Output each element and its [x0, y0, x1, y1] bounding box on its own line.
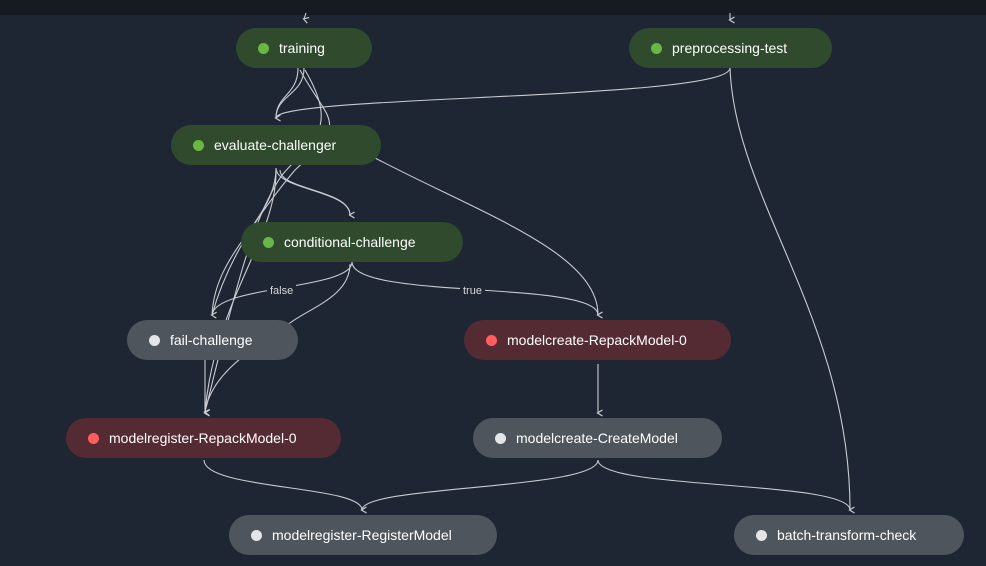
node-label: training [279, 40, 325, 56]
node-modelcreate-repackmodel-0[interactable]: modelcreate-RepackModel-0 [464, 320, 731, 360]
top-bar [0, 0, 986, 15]
edge-createmodel-batch [597, 459, 851, 511]
edge-createmodel-registermodel [361, 459, 599, 511]
node-modelcreate-createmodel[interactable]: modelcreate-CreateModel [473, 418, 722, 458]
edge-label-true: true [460, 285, 485, 297]
node-training[interactable]: training [236, 28, 372, 68]
status-succeeded-icon [258, 42, 269, 54]
edge-evaluate-conditional [275, 167, 350, 215]
edge-evaluate-register [205, 171, 277, 412]
status-succeeded-icon [193, 139, 204, 151]
node-label: preprocessing-test [672, 40, 788, 56]
node-label: fail-challenge [170, 332, 253, 348]
status-pending-icon [495, 432, 506, 444]
edge-training-evaluate-2 [275, 67, 305, 119]
edge-evaluate-conditional-2 [279, 169, 351, 216]
edge-training-long-1 [211, 69, 331, 316]
node-label: evaluate-challenger [214, 137, 337, 153]
status-pending-icon [756, 529, 767, 541]
node-evaluate-challenger[interactable]: evaluate-challenger [171, 125, 381, 165]
node-label: modelregister-RegisterModel [272, 527, 452, 543]
status-succeeded-icon [263, 236, 274, 248]
node-preprocessing-test[interactable]: preprocessing-test [629, 28, 832, 68]
node-modelregister-registermodel[interactable]: modelregister-RegisterModel [229, 515, 497, 555]
edge-into-training [304, 12, 306, 19]
status-pending-icon [251, 529, 262, 541]
node-label: modelregister-RepackModel-0 [109, 430, 297, 446]
edge-preprocessing-evaluate [275, 67, 731, 119]
node-batch-transform-check[interactable]: batch-transform-check [734, 515, 964, 555]
node-label: modelcreate-RepackModel-0 [507, 332, 687, 348]
node-label: conditional-challenge [284, 234, 416, 250]
status-succeeded-icon [651, 42, 662, 54]
edge-training-long-2 [204, 69, 322, 413]
status-pending-icon [149, 334, 160, 346]
node-label: modelcreate-CreateModel [516, 430, 678, 446]
node-modelregister-repackmodel-0[interactable]: modelregister-RepackModel-0 [66, 418, 341, 458]
status-failed-icon [88, 432, 99, 444]
edge-registerrepack-registermodel [203, 459, 362, 510]
node-fail-challenge[interactable]: fail-challenge [127, 320, 298, 360]
edge-evaluate-repack [359, 149, 598, 315]
status-failed-icon [486, 334, 497, 346]
edge-label-false: false [267, 285, 297, 297]
node-label: batch-transform-check [777, 527, 917, 543]
edge-preprocessing-batch [729, 67, 850, 510]
node-conditional-challenge[interactable]: conditional-challenge [241, 222, 463, 262]
